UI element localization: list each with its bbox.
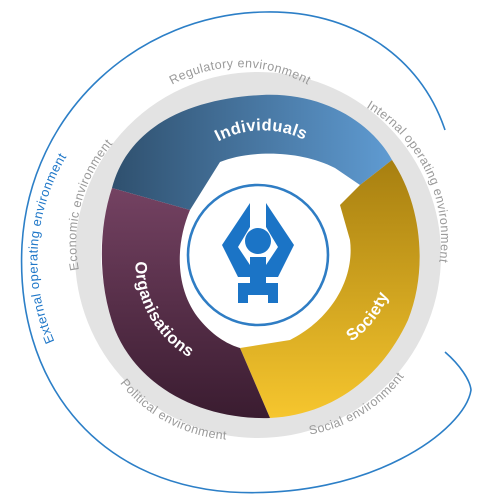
external-environment-outline bbox=[20, 11, 472, 494]
external-operating-environment-label: External operating environment bbox=[25, 150, 69, 346]
center-circle-inner-ring bbox=[186, 183, 330, 327]
hands-person-logo-icon bbox=[222, 203, 294, 303]
individuals-segment bbox=[112, 94, 392, 210]
society-segment bbox=[240, 160, 420, 418]
organisations-segment bbox=[101, 188, 270, 419]
